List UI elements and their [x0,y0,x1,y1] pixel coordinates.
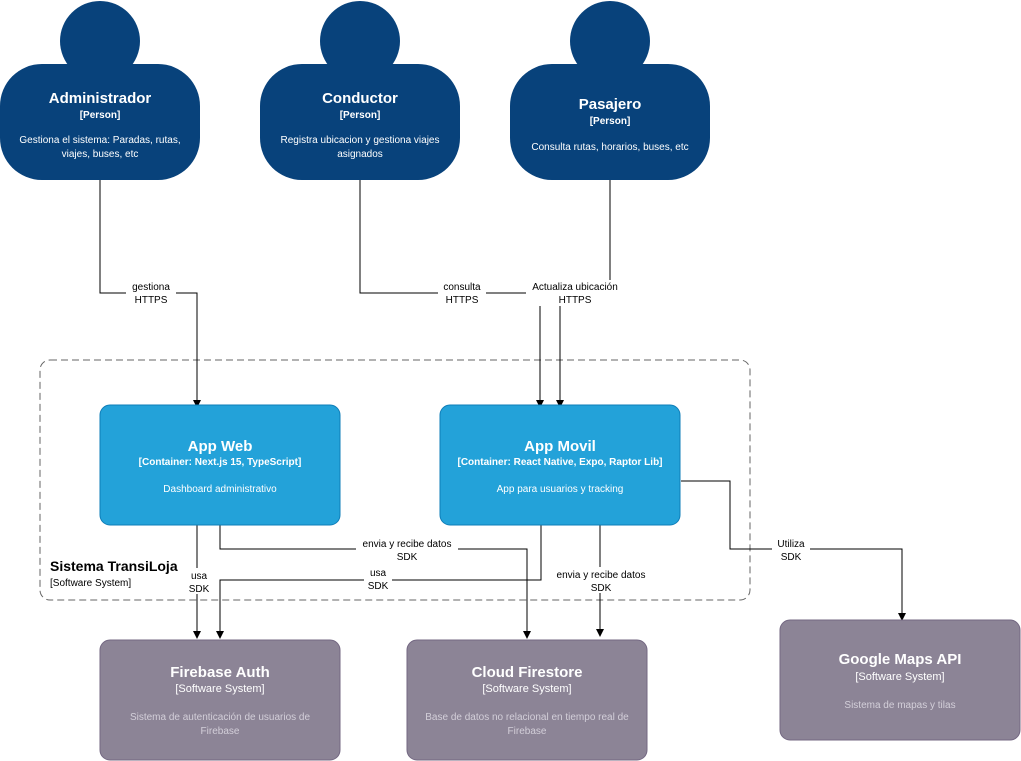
label-pasajero-movil-protocol: HTTPS [446,295,479,306]
person-desc-line1: Gestiona el sistema: Paradas, rutas, [19,135,180,146]
label-conductor-movil-protocol: HTTPS [559,295,592,306]
external-desc-line2: Firebase [508,726,547,737]
label-movil-maps-protocol: SDK [781,552,802,563]
label-movil-auth: usa SDK [364,566,392,592]
container-desc: Dashboard administrativo [163,484,277,495]
container-name: App Movil [524,438,596,455]
external-cloud-firestore[interactable]: Cloud Firestore [Software System] Base d… [406,639,648,761]
container-app-movil[interactable]: App Movil [Container: React Native, Expo… [439,404,681,526]
edge-movil-maps[interactable] [681,480,906,621]
label-pasajero-movil-action: consulta [443,282,481,293]
external-type: [Software System] [482,683,571,695]
person-type: [Person] [590,116,631,127]
external-google-maps[interactable]: Google Maps API [Software System] Sistem… [779,619,1021,741]
label-pasajero-movil: consulta HTTPS [438,280,486,306]
person-head-icon [320,1,400,81]
container-name: App Web [188,438,253,455]
external-type: [Software System] [855,671,944,683]
label-movil-maps-action: Utiliza [777,539,805,550]
external-firebase-auth[interactable]: Firebase Auth [Software System] Sistema … [99,639,341,761]
label-movil-firestore-action: envia y recibe datos [557,570,646,581]
person-type: [Person] [340,110,381,121]
edge-labels: gestiona HTTPS consulta HTTPS Actualiza … [126,280,810,595]
person-body [510,64,710,180]
label-web-firestore-protocol: SDK [397,552,418,563]
person-name: Conductor [322,90,398,107]
external-type: [Software System] [175,683,264,695]
container-app-web[interactable]: App Web [Container: Next.js 15, TypeScri… [99,404,341,526]
label-conductor-movil-action: Actualiza ubicación [532,282,618,293]
person-body [260,64,460,180]
person-desc-line2: viajes, buses, etc [62,149,139,160]
external-desc-line1: Base de datos no relacional en tiempo re… [425,712,629,723]
person-head-icon [570,1,650,81]
label-web-auth-protocol: SDK [189,584,210,595]
container-tech: [Container: React Native, Expo, Raptor L… [457,457,662,468]
external-desc-line1: Sistema de autenticación de usuarios de [130,712,311,723]
person-name: Pasajero [579,96,642,113]
container-tech: [Container: Next.js 15, TypeScript] [139,457,302,468]
person-body [0,64,200,180]
system-boundary[interactable] [39,359,751,601]
label-admin-web-action: gestiona [132,282,170,293]
external-name: Firebase Auth [170,664,269,681]
boundary-type: [Software System] [50,578,131,589]
label-conductor-movil: Actualiza ubicación HTTPS [526,280,624,306]
label-web-firestore: envia y recibe datos SDK [356,537,458,563]
external-name: Cloud Firestore [472,664,583,681]
label-movil-firestore: envia y recibe datos SDK [550,567,652,594]
external-name: Google Maps API [839,651,962,668]
external-desc-line2: Firebase [201,726,240,737]
person-head-icon [60,1,140,81]
person-desc-line2: asignados [337,149,383,160]
label-movil-maps: Utiliza SDK [772,536,810,563]
person-desc-line1: Consulta rutas, horarios, buses, etc [531,142,688,153]
label-movil-auth-protocol: SDK [368,581,389,592]
label-movil-firestore-protocol: SDK [591,583,612,594]
container-desc: App para usuarios y tracking [497,484,624,495]
label-web-firestore-action: envia y recibe datos [363,539,452,550]
label-web-auth-action: usa [191,571,208,582]
person-conductor[interactable]: Conductor [Person] Registra ubicacion y … [260,1,460,180]
person-administrador[interactable]: Administrador [Person] Gestiona el siste… [0,1,200,180]
boundary-title: Sistema TransiLoja [50,558,178,574]
person-type: [Person] [80,110,121,121]
person-pasajero[interactable]: Pasajero [Person] Consulta rutas, horari… [510,1,710,180]
person-name: Administrador [49,90,152,107]
person-desc-line1: Registra ubicacion y gestiona viajes [281,135,440,146]
label-movil-auth-action: usa [370,568,387,579]
label-admin-web-protocol: HTTPS [135,295,168,306]
label-web-auth: usa SDK [186,568,210,595]
external-desc-line1: Sistema de mapas y tilas [844,700,955,711]
label-admin-web: gestiona HTTPS [126,280,176,306]
